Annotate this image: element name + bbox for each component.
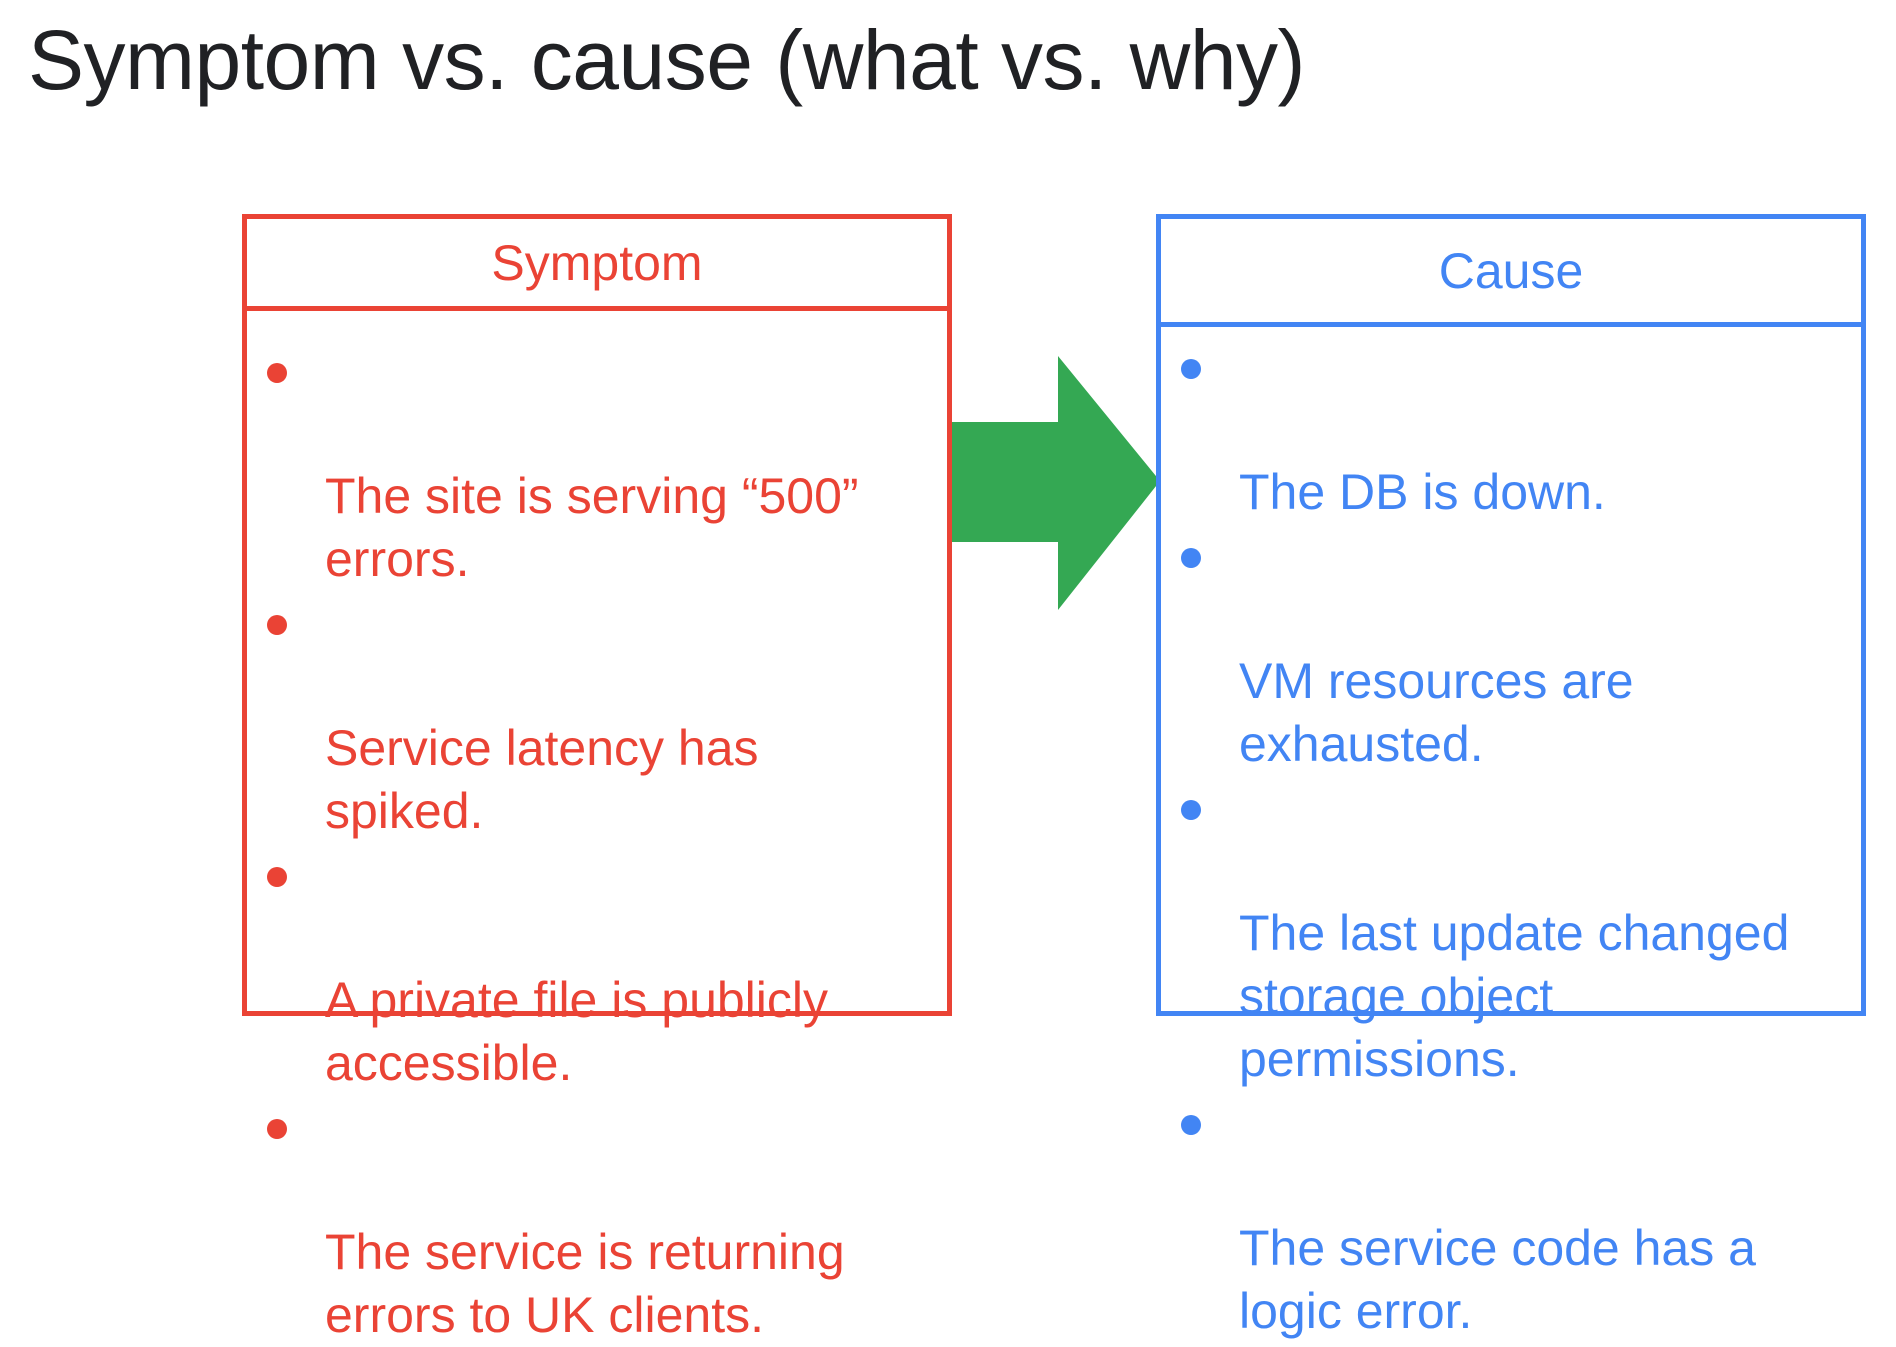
bullet-dot-icon	[267, 867, 287, 887]
symptom-item: The service is returning errors to UK cl…	[247, 1095, 947, 1347]
symptom-box: Symptom The site is serving “500” errors…	[242, 214, 952, 1343]
symptom-item-text: The site is serving “500” errors.	[325, 468, 859, 587]
symptom-item-text: A private file is publicly accessible.	[325, 972, 829, 1091]
cause-item: The service code has a logic error.	[1161, 1091, 1861, 1343]
cause-item-text: The last update changed storage object p…	[1239, 905, 1790, 1087]
symptom-item: A private file is publicly accessible.	[247, 843, 947, 1095]
cause-box: Cause The DB is down. VM resources are e…	[1156, 214, 1866, 1339]
cause-body: The DB is down. VM resources are exhaust…	[1161, 327, 1861, 1343]
cause-item: The last update changed storage object p…	[1161, 776, 1861, 1091]
symptom-item: The site is serving “500” errors.	[247, 339, 947, 591]
cause-header: Cause	[1161, 219, 1861, 327]
symptom-item-text: Service latency has spiked.	[325, 720, 759, 839]
cause-item-text: The service code has a logic error.	[1239, 1220, 1756, 1339]
right-arrow-icon	[952, 356, 1160, 610]
cause-item: VM resources are exhausted.	[1161, 524, 1861, 776]
symptom-list: The site is serving “500” errors. Servic…	[247, 339, 947, 1347]
cause-item-text: VM resources are exhausted.	[1239, 653, 1634, 772]
symptom-item-text: The service is returning errors to UK cl…	[325, 1224, 845, 1343]
symptom-header: Symptom	[247, 219, 947, 311]
bullet-dot-icon	[1181, 1115, 1201, 1135]
slide-title: Symptom vs. cause (what vs. why)	[28, 13, 1306, 107]
symptom-body: The site is serving “500” errors. Servic…	[247, 311, 947, 1347]
bullet-dot-icon	[267, 615, 287, 635]
cause-item: The DB is down.	[1161, 335, 1861, 524]
cause-list: The DB is down. VM resources are exhaust…	[1161, 335, 1861, 1343]
symptom-item: Service latency has spiked.	[247, 591, 947, 843]
bullet-dot-icon	[267, 1119, 287, 1139]
bullet-dot-icon	[1181, 359, 1201, 379]
bullet-dot-icon	[1181, 548, 1201, 568]
bullet-dot-icon	[1181, 800, 1201, 820]
bullet-dot-icon	[267, 363, 287, 383]
cause-item-text: The DB is down.	[1239, 464, 1606, 520]
